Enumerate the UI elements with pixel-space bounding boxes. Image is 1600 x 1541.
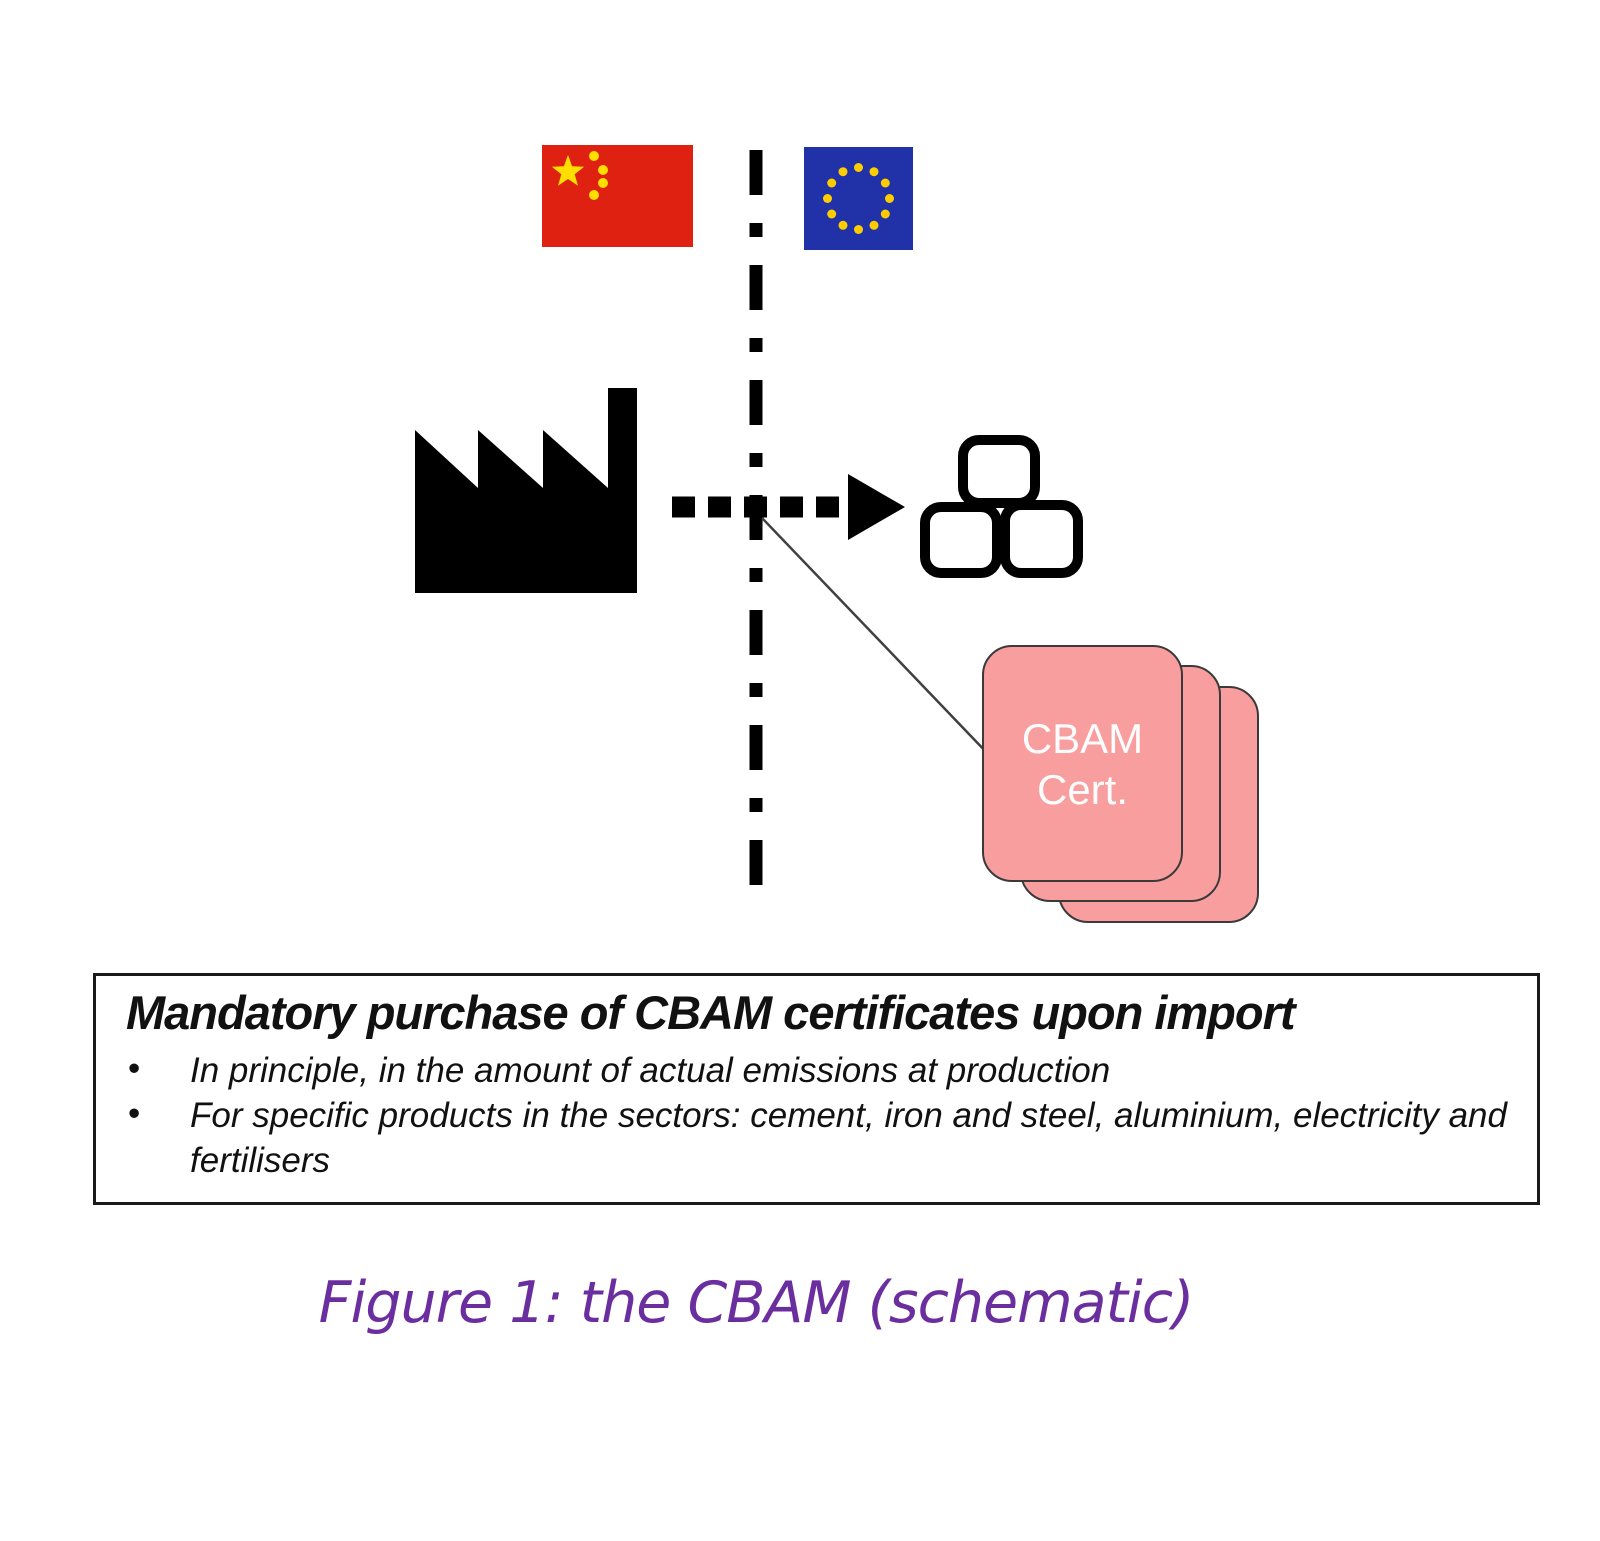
bullet-text: In principle, in the amount of actual em…	[190, 1051, 1111, 1090]
china-flag-small-star	[598, 165, 608, 175]
eu-flag-icon	[804, 147, 913, 250]
china-flag-small-star	[598, 178, 608, 188]
china-flag-field	[542, 145, 693, 247]
info-box-title: Mandatory purchase of CBAM certificates …	[126, 986, 1296, 1039]
certificate-label-line1: CBAM	[1021, 714, 1144, 762]
goods-cube-bottom-left	[920, 502, 1002, 578]
bullet-item: In principle, in the amount of actual em…	[126, 1046, 1519, 1093]
dotted-arrow-head	[848, 474, 905, 540]
factory-icon	[415, 388, 637, 593]
figure-caption: Figure 1: the CBAM (schematic)	[318, 1270, 1195, 1336]
goods-cube-bottom-right	[1000, 500, 1083, 578]
certificate-label-line2: Cert.	[1036, 765, 1128, 813]
bullet-text: For specific products in the sectors: ce…	[190, 1096, 1507, 1180]
info-box-bullets: In principle, in the amount of actual em…	[126, 1046, 1519, 1183]
eu-flag-field	[804, 147, 913, 250]
china-flag-small-star	[589, 190, 599, 200]
china-flag-large-star	[551, 155, 585, 186]
china-flag-small-star	[589, 151, 599, 161]
bullet-item: For specific products in the sectors: ce…	[126, 1091, 1519, 1183]
goods-cube-top	[958, 435, 1040, 508]
cbam-certificate-card-front: CBAM Cert.	[982, 645, 1183, 882]
china-flag-icon	[542, 145, 693, 247]
dotted-arrow-icon	[672, 474, 905, 540]
eu-flag-stars	[823, 163, 894, 234]
certificate-connector-line	[761, 517, 991, 757]
goods-cubes-icon	[920, 435, 1083, 578]
info-box: Mandatory purchase of CBAM certificates …	[93, 973, 1540, 1205]
